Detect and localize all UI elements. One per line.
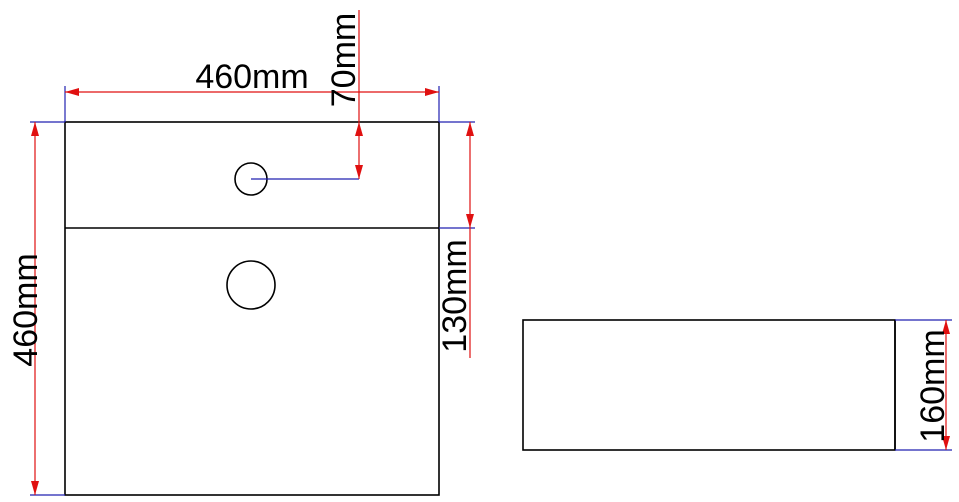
basin-outline: [64, 121, 440, 496]
left-depth-arrow-top: [31, 122, 39, 136]
right-segment-dimension: 130mm: [436, 121, 475, 358]
top-width-label: 460mm: [195, 58, 308, 96]
side-height-label: 160mm: [914, 329, 952, 442]
side-outline: [522, 319, 896, 451]
top-offset-label: 70mm: [325, 13, 363, 107]
top-width-arrow-left: [65, 88, 79, 96]
right-segment-arrow-bottom: [466, 214, 474, 228]
side-view: [522, 319, 896, 451]
right-segment-arrow-top: [466, 122, 474, 136]
left-depth-dimension: 460mm: [7, 121, 65, 496]
top-offset-dimension: 70mm: [251, 10, 363, 180]
side-height-arrow-bottom: [942, 436, 950, 450]
left-depth-arrow-bottom: [31, 481, 39, 495]
top-width-dimension: 460mm: [64, 58, 440, 122]
left-depth-label: 460mm: [7, 253, 45, 366]
side-height-arrow-top: [942, 320, 950, 334]
top-offset-arrow-top: [355, 122, 363, 136]
top-width-arrow-right: [425, 88, 439, 96]
drain-hole: [226, 260, 276, 310]
right-segment-label: 130mm: [436, 239, 474, 352]
top-view: [64, 121, 440, 496]
top-offset-arrow-bottom: [355, 165, 363, 179]
side-height-dimension: 160mm: [895, 319, 952, 451]
